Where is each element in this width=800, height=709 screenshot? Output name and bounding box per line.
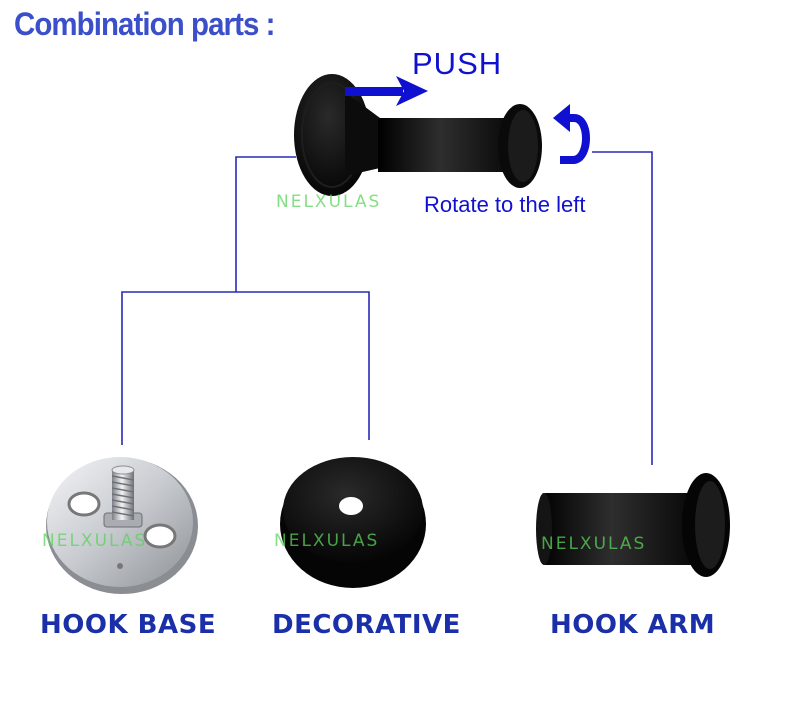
connector-from-hook-left (235, 156, 296, 292)
connector-split (121, 291, 370, 445)
watermark-top: NELXULAS (276, 192, 382, 212)
assembled-hook (294, 74, 542, 196)
decorative-label: DECORATIVE (272, 610, 461, 640)
hook-base-illustration (46, 457, 198, 594)
watermark-decorative: NELXULAS (274, 531, 380, 551)
rotate-label: Rotate to the left (424, 192, 586, 217)
hook-arm-shaft (378, 118, 518, 172)
hook-arm-illustration (536, 473, 730, 577)
push-label: PUSH (412, 46, 503, 81)
connector-to-hook-arm (592, 151, 653, 465)
hook-collar (345, 92, 380, 176)
page-title: Combination parts : (14, 6, 275, 42)
connector-lines (121, 151, 653, 465)
hook-base-label: HOOK BASE (40, 610, 217, 640)
watermark-hook-base: NELXULAS (42, 531, 148, 551)
watermark-hook-arm: NELXULAS (541, 534, 647, 554)
hook-arm-label: HOOK ARM (550, 610, 716, 640)
push-arrow-icon (345, 76, 428, 106)
decorative-disc-illustration (280, 457, 426, 588)
rotate-left-arrow-icon (553, 104, 590, 164)
